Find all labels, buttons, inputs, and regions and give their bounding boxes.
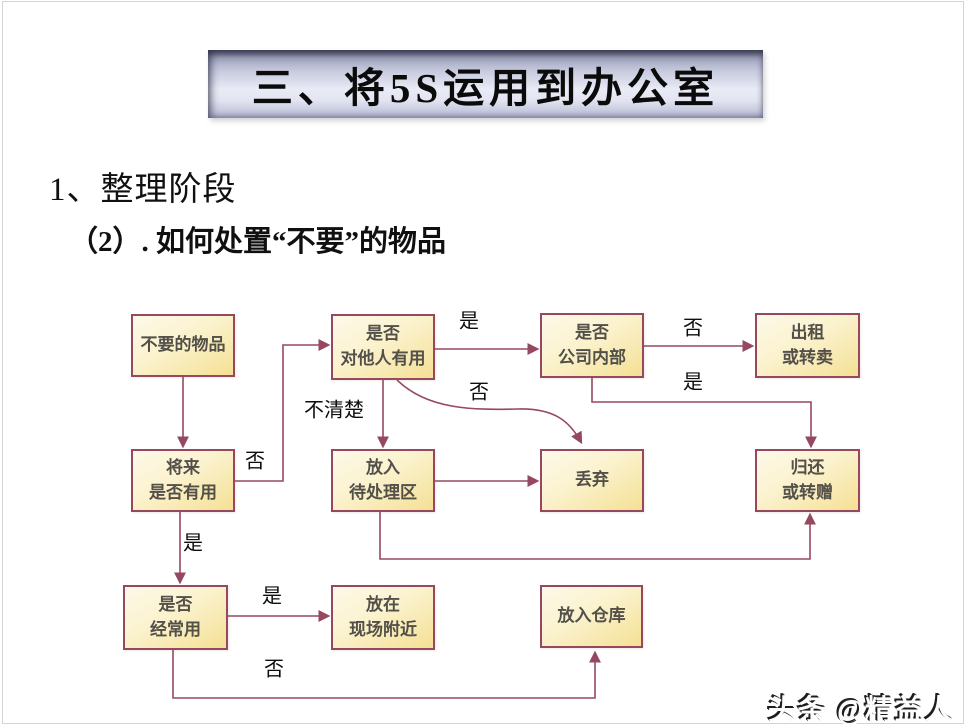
edge-label-no-to-others: 否	[245, 450, 265, 473]
node-discard: 丢弃	[540, 449, 644, 512]
edge-label-no-to-discard: 否	[469, 381, 489, 404]
edge-label-unclear: 不清楚	[304, 399, 364, 422]
connector-future-no-to-others	[235, 339, 331, 482]
edge-label-no-to-warehouse: 否	[264, 658, 284, 681]
node-unwanted-items: 不要的物品	[131, 314, 235, 377]
node-rent-or-resell: 出租 或转卖	[755, 313, 860, 378]
section-heading: 1、整理阶段	[49, 172, 237, 208]
edge-label-yes-to-near: 是	[262, 585, 282, 608]
edge-label-yes-to-frequent: 是	[183, 532, 203, 555]
node-near-worksite: 放在 现场附近	[331, 585, 435, 650]
edge-label-no-to-rent: 否	[683, 317, 703, 340]
sub-heading: （2）. 如何处置“不要”的物品	[69, 226, 447, 258]
slide-title-banner: 三、将5S运用到办公室	[208, 50, 763, 118]
connector-frequent-no-to-warehouse	[172, 650, 601, 699]
edge-label-yes-to-return: 是	[683, 371, 703, 394]
watermark: 头条 @精益人	[767, 695, 955, 726]
flowchart: 不要的物品 是否 对他人有用 是否 公司内部 出租 或转卖 将来 是否有用 放入…	[3, 2, 966, 728]
edge-label-yes-to-internal: 是	[459, 310, 479, 333]
connector-pending-to-return	[379, 512, 816, 560]
slide-title: 三、将5S运用到办公室	[251, 65, 720, 111]
node-return-or-gift: 归还 或转赠	[755, 449, 860, 512]
node-frequently-used: 是否 经常用	[123, 585, 228, 650]
node-pending-area: 放入 待处理区	[331, 449, 435, 512]
flowchart-connectors	[172, 339, 817, 699]
node-warehouse: 放入仓库	[540, 585, 643, 648]
node-future-useful: 将来 是否有用	[131, 449, 235, 512]
node-useful-to-others: 是否 对他人有用	[331, 314, 435, 380]
connector-others-no-to-discard	[396, 379, 583, 445]
connector-internal-yes-to-return	[591, 378, 817, 449]
node-company-internal: 是否 公司内部	[540, 313, 644, 378]
